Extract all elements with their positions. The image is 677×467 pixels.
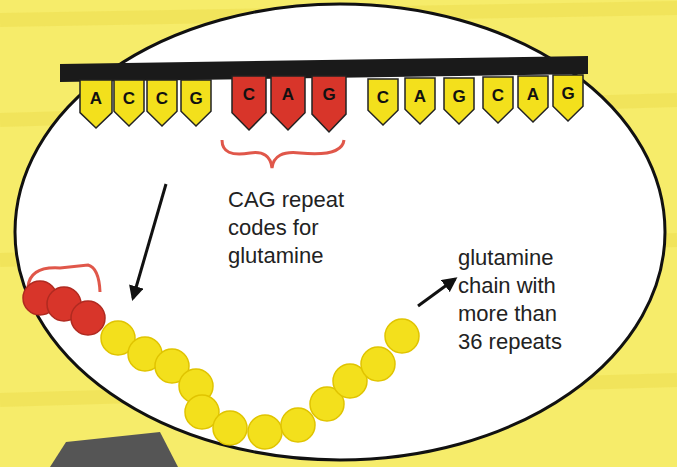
base-tag: C xyxy=(483,77,513,123)
tag-shape xyxy=(553,75,583,121)
base-tag: G xyxy=(312,76,346,132)
base-tag: A xyxy=(405,78,435,124)
base-tag: G xyxy=(181,80,211,126)
base-letter: C xyxy=(114,89,144,109)
base-letter: A xyxy=(80,89,112,109)
codon-bracket xyxy=(222,140,344,168)
base-letter: G xyxy=(553,84,583,104)
base-letter: G xyxy=(444,87,474,107)
tag-shape xyxy=(444,78,474,124)
base-tag: C xyxy=(114,80,144,126)
tag-shape xyxy=(368,79,398,125)
tag-shape xyxy=(80,80,112,128)
cell-oval xyxy=(15,4,665,460)
base-tag: A xyxy=(80,80,112,128)
tag-shape xyxy=(147,80,177,126)
tag-shape xyxy=(312,76,346,132)
base-letter: G xyxy=(312,85,346,105)
base-tag: C xyxy=(147,80,177,126)
tag-shape xyxy=(181,80,211,126)
base-tag: A xyxy=(518,76,548,122)
tag-shape xyxy=(405,78,435,124)
pointer-arrow xyxy=(418,279,455,306)
annotation: glutamine chain with more than 36 repeat… xyxy=(458,244,576,356)
shadow-patch xyxy=(50,432,178,467)
base-letter: A xyxy=(518,85,548,105)
tag-shape xyxy=(271,76,305,130)
tag-shape xyxy=(483,77,513,123)
annotation: CAG repeat codes for glutamine xyxy=(228,186,353,270)
base-letter: C xyxy=(483,86,513,106)
base-tag: A xyxy=(271,76,305,130)
glutamine-chain xyxy=(101,319,419,449)
base-tag: G xyxy=(444,78,474,124)
red-residues xyxy=(23,281,105,335)
tag-shape xyxy=(518,76,548,122)
tag-shape xyxy=(232,76,266,130)
base-letter: A xyxy=(405,87,435,107)
base-tag: G xyxy=(553,75,583,121)
translation-arrow xyxy=(133,184,166,298)
tag-shape xyxy=(114,80,144,126)
base-tag: C xyxy=(368,79,398,125)
base-letter: A xyxy=(271,85,305,105)
base-letter: C xyxy=(368,88,398,108)
base-letter: C xyxy=(232,85,266,105)
base-letter: G xyxy=(181,89,211,109)
base-tag: C xyxy=(232,76,266,130)
base-letter: C xyxy=(147,89,177,109)
